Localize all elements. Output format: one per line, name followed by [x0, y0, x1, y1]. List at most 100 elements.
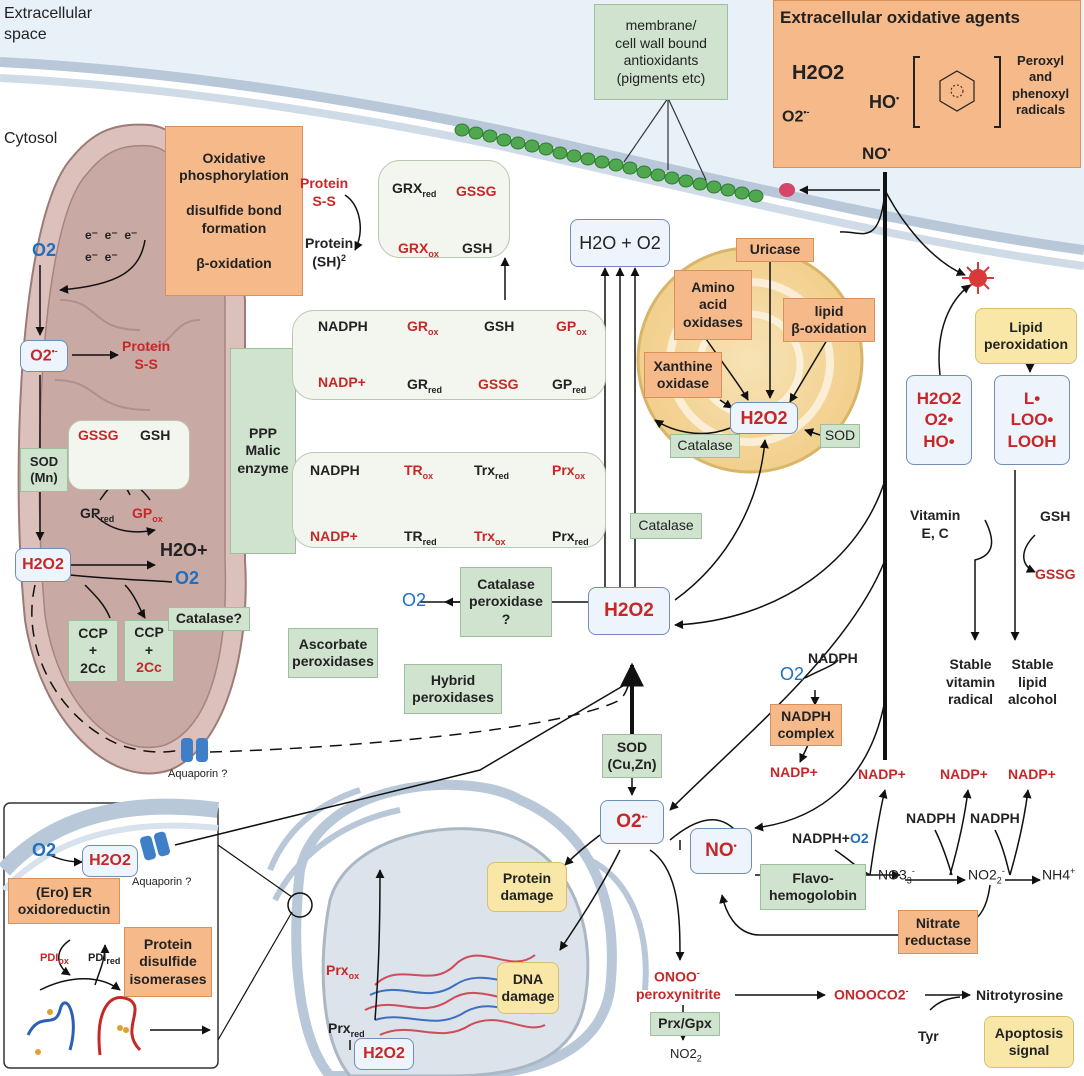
tr-red: TRred [404, 528, 437, 547]
gp-ox: GPox [556, 318, 587, 337]
nitrate: NO33- [878, 866, 915, 886]
nadph-complex-oxygen: O2 [780, 664, 805, 684]
er-zoom-circle [287, 892, 313, 918]
pdi-ox: PDIox [40, 952, 69, 967]
extracellular-agents-box: Extracellular oxidative agents H2O2 O2•-… [773, 0, 1081, 168]
mito-catalase-box: Catalase? [168, 607, 250, 631]
nitrogen-nadph-1: NADPH [906, 810, 956, 826]
tr-trx-cycle [292, 452, 606, 548]
flavohemoglobin-box: Flavo- hemogolobin [760, 864, 866, 910]
nucleus-prx-ox: Prxox [326, 962, 360, 981]
cell-membrane-inner [0, 74, 1084, 270]
cytosol-h2o2: H2O2 [588, 587, 670, 635]
ext-h2o2: H2O2 [792, 62, 845, 84]
grx-protein-sh: Protein (SH)2 [305, 235, 354, 270]
prx-gpx-box: Prx/Gpx [650, 1012, 720, 1036]
mito-gp-red: GPred [80, 505, 115, 524]
gr-cycle-nadp: NADP+ [318, 374, 366, 390]
nitrite: NO22- [968, 866, 1005, 886]
mito-gp-cycle [68, 420, 190, 490]
cell-membrane [0, 57, 1084, 255]
xanthine-oxidase-box: Xanthine oxidase [644, 352, 722, 398]
ext-radicals-label: Peroxyl and phenoxyl radicals [1012, 53, 1070, 117]
trx-ox: Trxox [474, 528, 506, 547]
ero-oxidoreductin-box: (Ero) ER oxidoreductin [8, 878, 120, 924]
mito-gsh: GSH [140, 427, 171, 443]
gr-cycle-nadph: NADPH [318, 318, 368, 334]
grx-cycle [378, 160, 510, 258]
dna-damage-box: DNA damage [497, 962, 559, 1014]
prx-ox: Prxox [552, 462, 586, 481]
mito-protein-ss: Protein S-S [122, 338, 171, 372]
er-aquaporin-label: Aquaporin ? [132, 876, 192, 888]
ext-hydroxyl: HO• [869, 92, 900, 112]
gr-ox: GRox [407, 318, 439, 337]
nitrogen-nadph-2: NADPH [970, 810, 1020, 826]
water-oxygen-product: H2O + O2 [570, 219, 670, 267]
tyrosine: Tyr [918, 1028, 939, 1044]
membrane-pigments [454, 123, 764, 203]
mito-gp-ox: GPox [132, 505, 163, 524]
cytosol-label: Cytosol [4, 130, 58, 147]
lipid-peroxidation-box: Lipid peroxidation [975, 308, 1077, 364]
uricase-box: Uricase [736, 238, 814, 262]
electrons-label: e⁻ e⁻ e⁻ e⁻ e⁻ [85, 228, 138, 264]
peroxisome-catalase-box: Catalase [670, 434, 740, 458]
grx-protein-ss: Protein S-S [300, 175, 349, 209]
nitrogen-nadp-2: NADP+ [940, 766, 988, 782]
nadph-complex-nadp: NADP+ [770, 764, 818, 780]
peroxynitrite-label: peroxynitrite [636, 986, 721, 1002]
grx-gsh: GSH [462, 240, 493, 256]
onoo: ONOO- [654, 968, 700, 985]
hybrid-peroxidases-box: Hybrid peroxidases [404, 664, 502, 714]
mito-processes-box: Oxidative phosphorylation disulfide bond… [165, 126, 303, 296]
mito-oxygen: O2 [32, 240, 57, 260]
ext-nitric-oxide: NO• [862, 144, 891, 163]
ammonium: NH4+ [1042, 866, 1076, 883]
cytosol-superoxide: O2•- [600, 800, 664, 844]
gp-red: GPred [552, 376, 587, 395]
phenoxyl-structure-icon [913, 56, 1001, 128]
er-oxygen: O2 [32, 840, 57, 860]
nucleus-er [267, 779, 649, 1076]
nitrogen-nadp-3: NADP+ [1008, 766, 1056, 782]
apoptosis-signal-box: Apoptosis signal [984, 1016, 1074, 1068]
lipid-radicals-box: L• LOO• LOOH [994, 375, 1070, 465]
grx-red: GRXred [392, 180, 437, 199]
gr-red: GRred [407, 376, 443, 395]
cytosol-nitric-oxide: NO• [690, 828, 752, 874]
ascorbate-peroxidases-box: Ascorbate peroxidases [288, 628, 378, 678]
mito-h2o2: H2O2 [15, 548, 71, 582]
stable-vitamin-radical: Stable vitamin radical [946, 656, 996, 707]
gr-gp-cycle [292, 310, 606, 400]
ccp-2cc-box-2: CCP + 2Cc [124, 620, 174, 682]
aquaporin-channel [139, 738, 208, 861]
peroxisome-h2o2: H2O2 [730, 402, 798, 434]
ccp-2cc-box-1: CCP + 2Cc [68, 620, 118, 682]
lipid-beta-oxidation-box: lipid β-oxidation [783, 298, 875, 342]
extracellular-agents-title: Extracellular oxidative agents [780, 8, 1020, 27]
mito-superoxide: O2•- [20, 340, 68, 372]
ext-superoxide: O2•- [782, 107, 810, 126]
antioxidant-callout [623, 97, 707, 181]
prx-red: Prxred [552, 528, 589, 547]
protein-disulfide-isomerases-box: Protein disulfide isomerases [124, 927, 212, 997]
lipid-gssg: GSSG [1035, 566, 1076, 582]
stable-lipid-alcohol: Stable lipid alcohol [1008, 656, 1058, 707]
nadph-complex-nadph: NADPH [808, 650, 858, 666]
nitrogen-nadp-1: NADP+ [858, 766, 906, 782]
onoocoo: ONOOCO2- [834, 986, 909, 1003]
grx-ox: GRXox [398, 240, 439, 259]
aquaporin-label: Aquaporin ? [168, 768, 228, 780]
vitamin-ec: Vitamin E, C [910, 507, 961, 541]
catalase-peroxidase-box: Catalase peroxidase ? [460, 567, 552, 637]
nitrotyrosine: Nitrotyrosine [976, 987, 1064, 1003]
er-h2o2: H2O2 [82, 845, 138, 877]
membrane-damage-spot [779, 183, 795, 197]
trx-red: Trxred [474, 462, 510, 481]
cytosol-oxygen: O2 [402, 590, 427, 610]
ppp-malic-enzyme-box: PPP Malic enzyme [230, 348, 296, 554]
nucleus-prx-red: Prxred [328, 1020, 365, 1039]
mito-oxygen-product: O2 [175, 568, 200, 588]
nucleus-h2o2: H2O2 [354, 1038, 414, 1070]
